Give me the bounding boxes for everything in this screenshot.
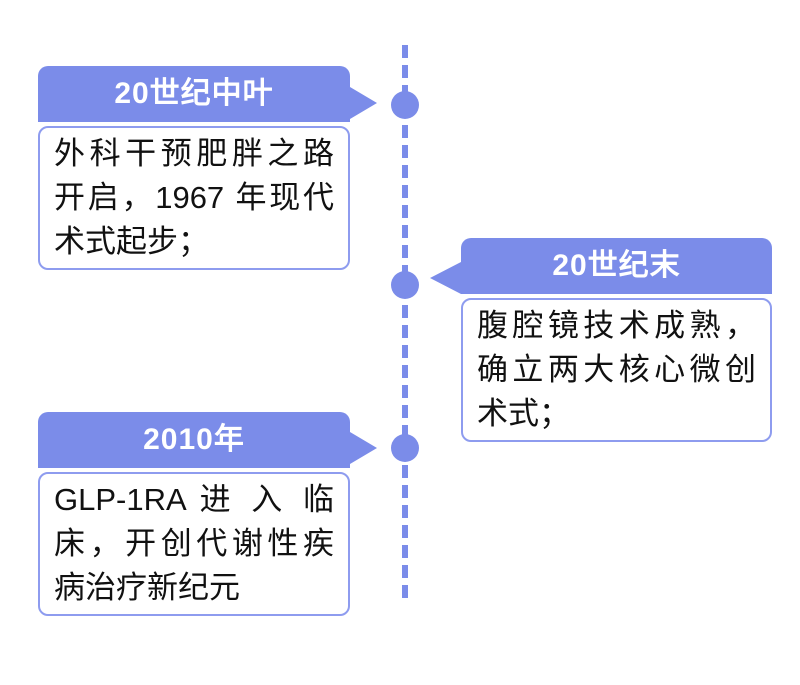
event-text-line: 开启，1967 年现代: [54, 180, 334, 215]
event-text-line: 病治疗新纪元: [54, 570, 240, 605]
event-text-line: GLP-1RA 进 入 临: [54, 482, 334, 517]
event-body: 外科干预肥胖之路 开启，1967 年现代 术式起步；: [38, 126, 350, 270]
event-label: 2010年: [143, 423, 245, 456]
timeline-dashed-line: [402, 45, 408, 605]
timeline-dot: [391, 91, 419, 119]
event-text-line: 床，开创代谢性疾: [54, 526, 334, 561]
event-card-2010: 2010年 GLP-1RA 进 入 临 床，开创代谢性疾 病治疗新纪元: [38, 412, 377, 616]
event-header: 20世纪中叶: [38, 66, 377, 122]
event-label: 20世纪末: [552, 249, 681, 282]
timeline-dot: [391, 434, 419, 462]
timeline-dot: [391, 271, 419, 299]
event-header: 2010年: [38, 412, 377, 468]
event-body: GLP-1RA 进 入 临 床，开创代谢性疾 病治疗新纪元: [38, 472, 350, 616]
arrow-left-icon: [430, 262, 461, 294]
event-text-line: 术式；: [477, 396, 570, 431]
event-body: 腹腔镜技术成熟， 确立两大核心微创 术式；: [461, 298, 772, 442]
arrow-right-icon: [350, 432, 377, 464]
event-text-line: 术式起步；: [54, 224, 209, 259]
event-label: 20世纪中叶: [114, 77, 274, 110]
event-card-mid-20th-century: 20世纪中叶 外科干预肥胖之路 开启，1967 年现代 术式起步；: [38, 66, 377, 270]
arrow-right-icon: [350, 87, 377, 119]
event-card-late-20th-century: 20世纪末 腹腔镜技术成熟， 确立两大核心微创 术式；: [430, 238, 772, 442]
event-text-line: 腹腔镜技术成熟，: [477, 308, 756, 343]
event-text-line: 外科干预肥胖之路: [54, 136, 334, 171]
event-text-line: 确立两大核心微创: [477, 352, 756, 387]
event-header: 20世纪末: [430, 238, 772, 294]
